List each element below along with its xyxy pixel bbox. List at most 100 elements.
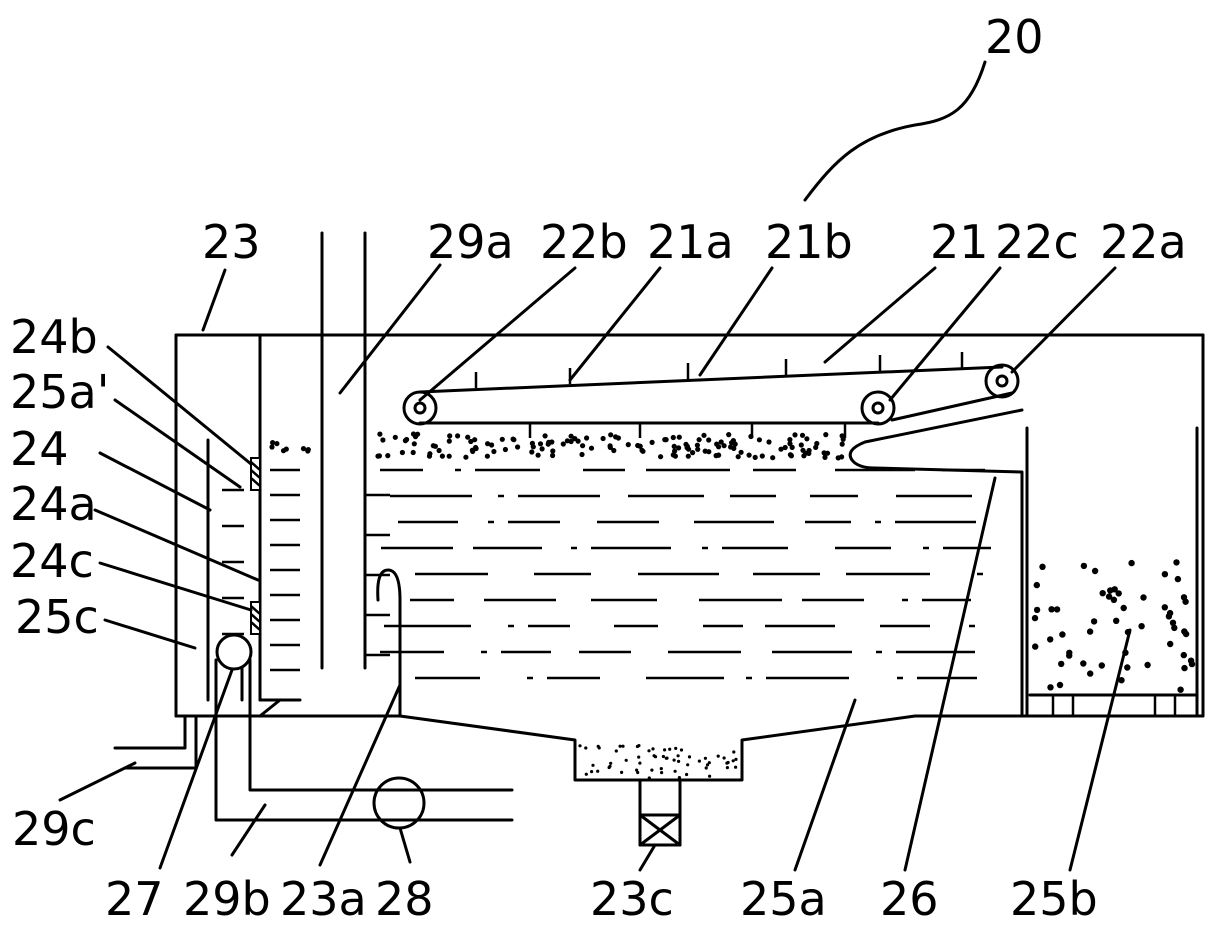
particle-dot — [679, 748, 684, 752]
roller-22b — [402, 390, 438, 426]
particle-dot — [404, 436, 410, 443]
particle-dot — [426, 453, 433, 459]
hopper-sediment — [578, 744, 738, 780]
particle-dot — [455, 433, 461, 439]
particle-dot — [491, 448, 497, 455]
label-23: 23 — [202, 215, 261, 269]
particle-dot — [690, 450, 696, 456]
particle-dot — [782, 444, 788, 451]
liquid-lines — [222, 468, 991, 680]
particle-dot — [650, 768, 654, 772]
label-25a: 25a — [740, 872, 827, 926]
particle-dot — [672, 448, 678, 454]
particle-dot — [798, 442, 804, 448]
particle-dot — [1087, 670, 1094, 677]
particle-dot — [1110, 596, 1118, 603]
particle-dot — [463, 454, 469, 460]
particle-dot — [1111, 586, 1118, 593]
particle-dot — [377, 431, 383, 437]
particle-dot — [618, 744, 622, 748]
particle-dot — [590, 770, 594, 774]
particle-dot — [274, 441, 280, 447]
particle-dot — [670, 434, 676, 441]
particle-dot — [511, 437, 517, 443]
particle-dot — [718, 439, 724, 445]
particle-dot — [1165, 613, 1173, 620]
particle-dot — [1058, 660, 1065, 668]
particle-dot — [1033, 581, 1041, 589]
particle-dot — [539, 446, 545, 452]
leader-lines — [58, 60, 1132, 872]
roller-22a — [984, 363, 1020, 399]
particle-dot — [572, 436, 578, 442]
label-22a: 22a — [1100, 215, 1187, 269]
particle-dot — [1047, 636, 1054, 643]
particle-dot — [411, 441, 417, 447]
particle-dot — [638, 761, 642, 765]
particle-dot — [823, 432, 829, 438]
particle-dot — [658, 454, 664, 460]
particle-dot — [676, 445, 682, 451]
particle-dot — [685, 453, 691, 459]
particle-dot — [731, 759, 735, 763]
particle-dot — [677, 776, 682, 780]
label-24b: 24b — [10, 310, 98, 364]
label-27: 27 — [105, 872, 164, 926]
particle-dot — [620, 770, 624, 775]
particle-dot — [608, 432, 614, 438]
particle-dot — [839, 433, 845, 439]
particle-dot — [708, 774, 712, 778]
particle-dot — [607, 765, 611, 770]
particle-dot — [653, 755, 658, 759]
particle-dot — [473, 445, 479, 452]
particle-dot — [1182, 630, 1190, 638]
particle-dot — [665, 756, 669, 760]
particle-dot — [447, 433, 453, 439]
particle-dot — [1118, 677, 1125, 684]
particle-dot — [705, 763, 710, 767]
particle-dot — [1039, 563, 1046, 570]
particle-dot — [1181, 664, 1188, 672]
particle-dot — [468, 438, 474, 445]
particle-dot — [766, 439, 772, 445]
particle-dot — [625, 442, 631, 448]
particle-dot — [550, 452, 556, 459]
particle-dot — [1048, 606, 1055, 613]
particle-dot — [787, 441, 793, 447]
particle-dot — [1113, 617, 1120, 624]
label-25b: 25b — [1010, 872, 1098, 926]
particle-dot — [704, 766, 708, 770]
particle-dot — [697, 759, 702, 763]
particle-dot — [1138, 623, 1145, 630]
label-29b: 29b — [183, 872, 271, 926]
particle-dot — [376, 453, 382, 459]
particle-dot — [677, 759, 681, 764]
particle-dot — [1098, 662, 1106, 669]
particle-dot — [701, 432, 707, 438]
particle-dot — [803, 450, 809, 456]
particle-dot — [647, 776, 651, 780]
particle-dot — [430, 443, 436, 449]
particle-dot — [725, 761, 729, 765]
particle-dot — [269, 444, 275, 450]
particle-dot — [613, 434, 619, 440]
particle-dot — [806, 447, 812, 454]
particle-dot — [687, 755, 692, 759]
particle-dot — [813, 444, 819, 450]
particle-dot — [270, 440, 276, 446]
particle-dot — [804, 436, 810, 442]
particle-dot — [560, 441, 566, 447]
particle-dot — [759, 453, 765, 459]
particle-dot — [484, 453, 490, 459]
particle-dot — [792, 432, 798, 438]
particle-dot — [1115, 590, 1122, 597]
particle-dot — [1187, 657, 1195, 664]
particle-dot — [446, 438, 452, 444]
particle-dot — [729, 440, 735, 446]
particle-dot — [1056, 681, 1064, 689]
particle-dot — [1105, 593, 1113, 600]
particle-dot — [839, 441, 845, 447]
particle-dot — [550, 448, 556, 454]
